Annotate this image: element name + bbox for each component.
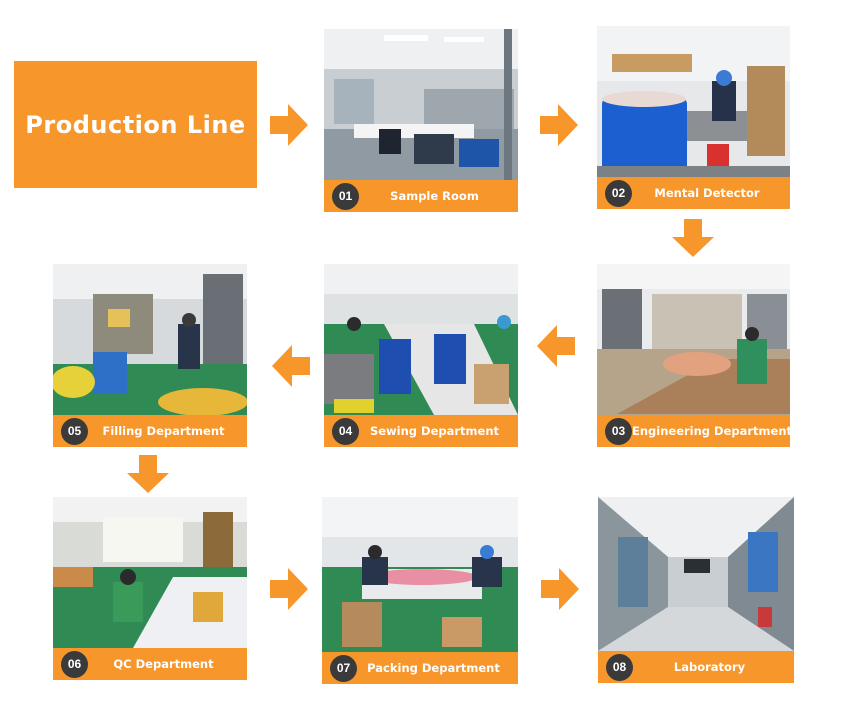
step-card-01: 01 Sample Room	[324, 29, 518, 212]
step-card-06: 06 QC Department	[53, 497, 247, 680]
step-number: 01	[332, 182, 359, 210]
step-label: Filling Department	[102, 424, 225, 438]
page-title: Production Line	[25, 110, 246, 139]
step-number: 05	[61, 417, 88, 445]
arrow-left-icon	[537, 325, 575, 367]
step-number: 06	[61, 650, 88, 678]
step-label: Laboratory	[673, 660, 746, 674]
step-number: 07	[330, 654, 357, 682]
step-label: Packing Department	[367, 661, 500, 675]
arrow-down-icon	[127, 455, 169, 493]
step-label: Sewing Department	[369, 424, 500, 438]
step-card-03: 03 Engineering Department	[597, 264, 792, 447]
arrow-right-icon	[541, 568, 579, 610]
title-banner: Production Line	[14, 61, 257, 188]
step-number: 03	[605, 417, 632, 445]
step-card-02: 02 Mental Detector	[597, 26, 790, 209]
step-number: 04	[332, 417, 359, 445]
step-number: 08	[606, 653, 633, 681]
metal-detector-photo	[597, 26, 790, 177]
step-label: Engineering Department	[632, 424, 793, 438]
step-card-05: 05 Filling Department	[53, 264, 247, 447]
step-number: 02	[605, 179, 632, 207]
step-card-04: 04 Sewing Department	[324, 264, 518, 447]
step-bar: 05 Filling Department	[53, 415, 247, 447]
packing-department-photo	[322, 497, 518, 652]
step-card-07: 07 Packing Department	[322, 497, 518, 684]
qc-department-photo	[53, 497, 247, 648]
arrow-right-icon	[540, 104, 578, 146]
sample-room-photo	[324, 29, 518, 180]
step-bar: 01 Sample Room	[324, 180, 518, 212]
step-bar: 06 QC Department	[53, 648, 247, 680]
step-bar: 08 Laboratory	[598, 651, 794, 683]
step-card-08: 08 Laboratory	[598, 497, 794, 683]
sewing-department-photo	[324, 264, 518, 415]
step-label: Mental Detector	[654, 186, 760, 200]
arrow-left-icon	[272, 345, 310, 387]
arrow-right-icon	[270, 104, 308, 146]
arrow-right-icon	[270, 568, 308, 610]
step-bar: 04 Sewing Department	[324, 415, 518, 447]
filling-department-photo	[53, 264, 247, 415]
laboratory-photo	[598, 497, 794, 651]
step-bar: 03 Engineering Department	[597, 415, 792, 447]
engineering-department-photo	[597, 264, 790, 415]
step-label: Sample Room	[390, 189, 479, 203]
arrow-down-icon	[672, 219, 714, 257]
step-bar: 02 Mental Detector	[597, 177, 790, 209]
step-bar: 07 Packing Department	[322, 652, 518, 684]
step-label: QC Department	[113, 657, 214, 671]
